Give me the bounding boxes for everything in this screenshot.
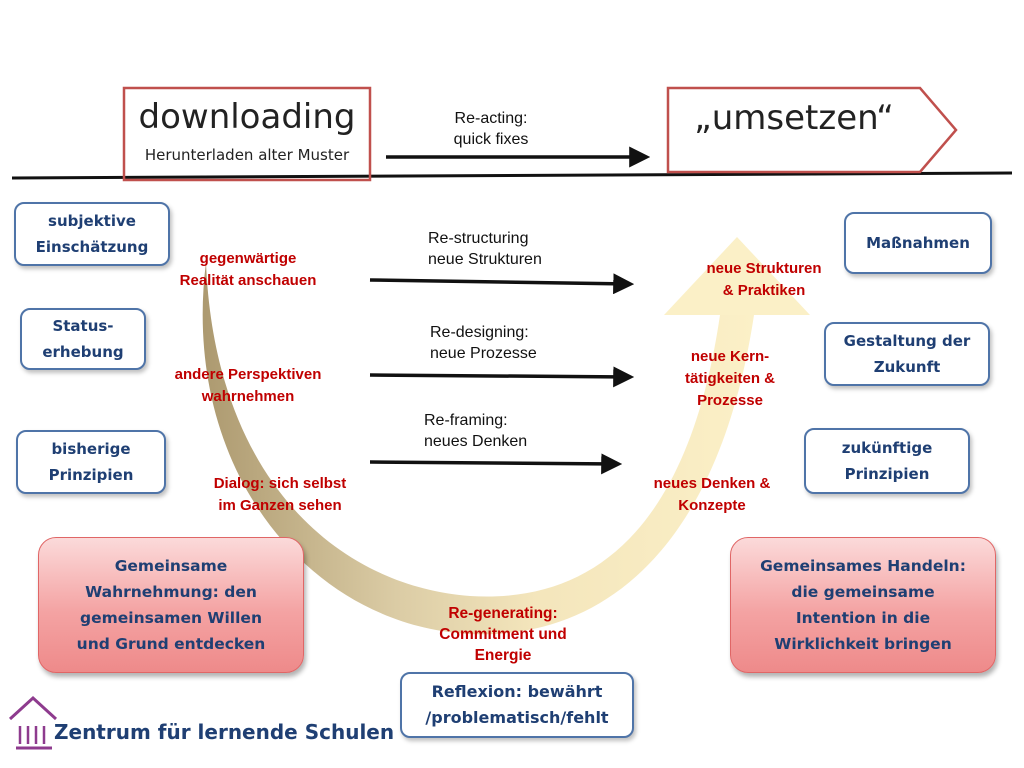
redesigning-line2: neue Prozesse bbox=[430, 345, 537, 362]
reacting-line1: Re-acting: bbox=[454, 110, 528, 127]
box-gemeinsames-handeln: Gemeinsames Handeln: die gemeinsame Inte… bbox=[730, 537, 996, 673]
reframing-line2: neues Denken bbox=[424, 433, 528, 450]
redesigning-line1: Re-designing: bbox=[430, 324, 529, 341]
downloading-frame bbox=[122, 86, 372, 182]
red-line: Re-generating: bbox=[448, 605, 558, 622]
red-line: wahrnehmen bbox=[201, 388, 295, 405]
red-dialog: Dialog: sich selbst im Ganzen sehen bbox=[182, 473, 378, 517]
box-reflexion: Reflexion: bewährt /problematisch/fehlt bbox=[400, 672, 634, 738]
umsetzen-arrow-shape bbox=[666, 86, 958, 174]
pink-line: Wirklichkeit bringen bbox=[774, 635, 952, 653]
red-neue-strukturen: neue Strukturen & Praktiken bbox=[676, 258, 852, 302]
downloading-title: downloading bbox=[138, 97, 356, 137]
red-line: & Praktiken bbox=[722, 282, 806, 299]
box-line: Status- bbox=[52, 317, 114, 335]
pink-line: Gemeinsame bbox=[114, 557, 228, 575]
red-line: gegenwärtige bbox=[199, 250, 297, 267]
restructuring-line2: neue Strukturen bbox=[428, 251, 542, 268]
box-line: bisherige bbox=[51, 440, 131, 458]
box-status-erhebung: Status-erhebung bbox=[20, 308, 146, 370]
box-line: /problematisch/fehlt bbox=[425, 708, 609, 727]
reframing-line1: Re-framing: bbox=[424, 412, 508, 429]
reacting-label: Re-acting: quick fixes bbox=[436, 108, 546, 150]
pink-line: Intention in die bbox=[795, 609, 931, 627]
red-line: andere Perspektiven bbox=[174, 366, 322, 383]
red-andere-perspektiven: andere Perspektiven wahrnehmen bbox=[140, 364, 356, 408]
logo-icon bbox=[8, 695, 58, 750]
box-line: Prinzipien bbox=[48, 466, 134, 484]
red-gegenwaertige-realitaet: gegenwärtige Realität anschauen bbox=[148, 248, 348, 292]
box-line: Gestaltung der bbox=[843, 332, 971, 350]
restructuring-line1: Re-structuring bbox=[428, 230, 529, 247]
red-line: neues Denken & bbox=[653, 475, 771, 492]
red-line: Prozesse bbox=[697, 392, 763, 409]
box-line: zukünftige bbox=[841, 439, 933, 457]
redesigning-label: Re-designing: neue Prozesse bbox=[430, 322, 537, 364]
box-massnahmen: Maßnahmen bbox=[844, 212, 992, 274]
restructuring-label: Re-structuring neue Strukturen bbox=[428, 228, 542, 270]
red-line: tätigkeiten & bbox=[684, 370, 775, 387]
divider-line bbox=[11, 171, 1013, 180]
logo-text: Zentrum für lernende Schulen bbox=[54, 720, 395, 744]
pink-line: die gemeinsame bbox=[791, 583, 935, 601]
box-line: Zukunft bbox=[873, 358, 941, 376]
pink-line: Gemeinsames Handeln: bbox=[760, 557, 966, 575]
pink-line: Wahrnehmung: den bbox=[85, 583, 257, 601]
red-line: neue Kern- bbox=[690, 348, 770, 365]
box-line: erhebung bbox=[42, 343, 124, 361]
red-line: Realität anschauen bbox=[179, 272, 317, 289]
pink-line: und Grund entdecken bbox=[76, 635, 266, 653]
box-line: Prinzipien bbox=[844, 465, 930, 483]
restructuring-arrow bbox=[369, 273, 635, 295]
pink-line: gemeinsamen Willen bbox=[80, 609, 262, 627]
reframing-arrow bbox=[369, 453, 623, 475]
umsetzen-title: „umsetzen“ bbox=[694, 98, 894, 138]
reframing-label: Re-framing: neues Denken bbox=[424, 410, 527, 452]
box-line: subjektive bbox=[48, 212, 136, 230]
box-line: Maßnahmen bbox=[866, 234, 970, 252]
redesigning-arrow bbox=[369, 366, 635, 388]
red-line: Energie bbox=[474, 647, 532, 664]
box-line: Einschätzung bbox=[35, 238, 149, 256]
red-neues-denken: neues Denken & Konzepte bbox=[626, 473, 798, 517]
red-line: Commitment und bbox=[439, 626, 567, 643]
reacting-line2: quick fixes bbox=[453, 131, 529, 148]
red-regenerating: Re-generating: Commitment und Energie bbox=[398, 603, 608, 666]
box-line: Reflexion: bewährt bbox=[431, 682, 603, 701]
downloading-subtitle: Herunterladen alter Muster bbox=[144, 146, 350, 164]
red-line: Konzepte bbox=[678, 497, 746, 514]
u-curve-arrow bbox=[202, 237, 810, 635]
red-neue-kerntaetigkeiten: neue Kern- tätigkeiten & Prozesse bbox=[660, 346, 800, 412]
box-gemeinsame-wahrnehmung: Gemeinsame Wahrnehmung: den gemeinsamen … bbox=[38, 537, 304, 673]
red-line: neue Strukturen bbox=[706, 260, 822, 277]
red-line: Dialog: sich selbst bbox=[213, 475, 347, 492]
red-line: im Ganzen sehen bbox=[218, 497, 342, 514]
